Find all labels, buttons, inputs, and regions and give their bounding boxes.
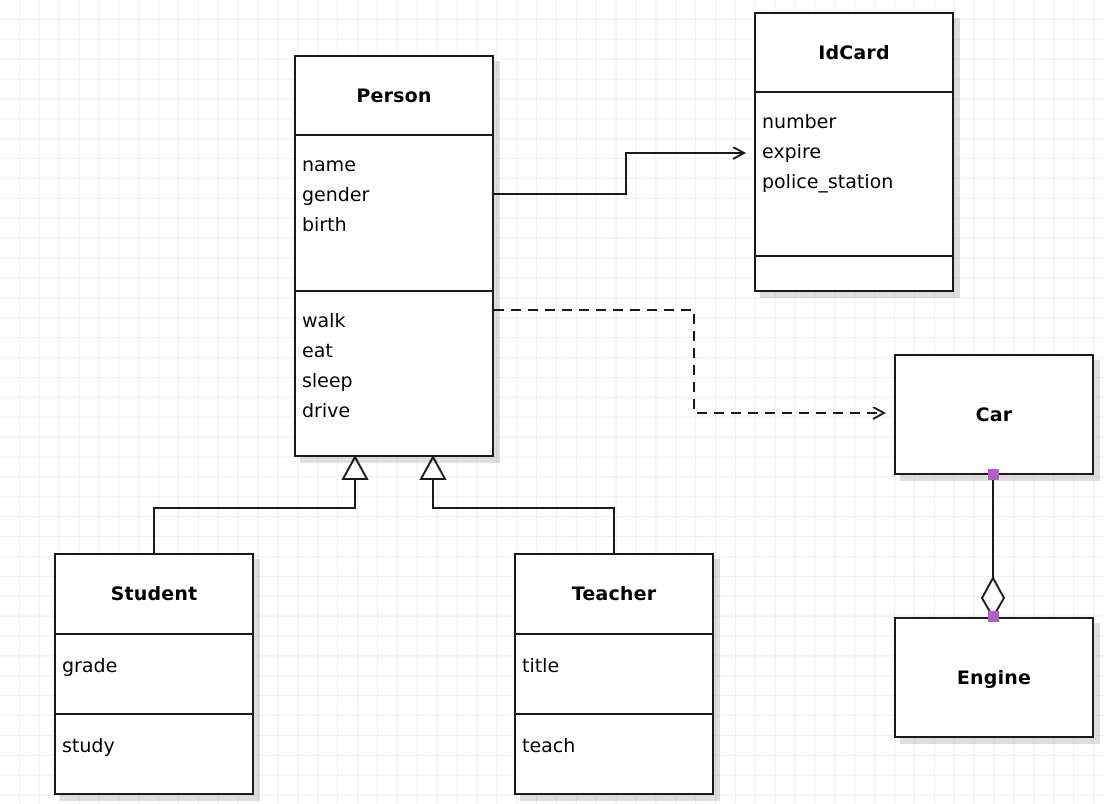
class-name-car: Car	[975, 403, 1013, 426]
method-item: sleep	[302, 370, 353, 392]
method-item: eat	[302, 340, 333, 362]
edge-person-car-dependency[interactable]	[494, 309, 884, 413]
class-box-idcard[interactable]: IdCard number expire police_station	[754, 12, 954, 292]
attribute-item: grade	[62, 655, 118, 677]
attribute-item: gender	[302, 184, 370, 206]
attribute-item: title	[522, 655, 560, 677]
attribute-item: expire	[762, 141, 822, 163]
class-name-teacher: Teacher	[571, 583, 657, 605]
class-box-person[interactable]: Person name gender birth walk eat sleep …	[294, 55, 494, 457]
method-item: study	[62, 735, 115, 757]
class-name-person: Person	[356, 84, 432, 107]
methods-idcard	[756, 255, 952, 290]
attribute-item: police_station	[762, 171, 894, 193]
attributes-student: grade	[56, 633, 252, 713]
generalization-triangle-student	[341, 454, 369, 480]
connection-handle-car-bottom[interactable]	[988, 469, 999, 480]
method-item: drive	[302, 400, 351, 422]
attribute-item: number	[762, 111, 837, 133]
attributes-teacher: title	[516, 633, 712, 713]
attributes-idcard: number expire police_station	[756, 91, 952, 255]
class-name-idcard: IdCard	[818, 41, 890, 64]
class-box-engine[interactable]: Engine	[894, 617, 1094, 738]
methods-teacher: teach	[516, 713, 712, 793]
attributes-person: name gender birth	[296, 134, 492, 290]
class-box-student[interactable]: Student grade study	[54, 553, 254, 795]
connection-handle-engine-top[interactable]	[988, 611, 999, 622]
edge-student-person-generalization[interactable]	[153, 454, 369, 553]
attribute-item: name	[302, 154, 356, 176]
class-name-engine: Engine	[956, 666, 1032, 689]
edge-teacher-person-generalization[interactable]	[419, 454, 615, 553]
class-name-student: Student	[110, 583, 198, 605]
attribute-item: birth	[302, 214, 347, 236]
method-item: walk	[302, 310, 346, 332]
edge-car-engine-aggregation[interactable]	[980, 474, 1006, 619]
generalization-triangle-teacher	[419, 454, 447, 480]
methods-student: study	[56, 713, 252, 793]
edge-person-idcard-association[interactable]	[494, 153, 744, 195]
methods-person: walk eat sleep drive	[296, 290, 492, 455]
class-box-teacher[interactable]: Teacher title teach	[514, 553, 714, 795]
class-box-car[interactable]: Car	[894, 354, 1094, 475]
method-item: teach	[522, 735, 576, 757]
